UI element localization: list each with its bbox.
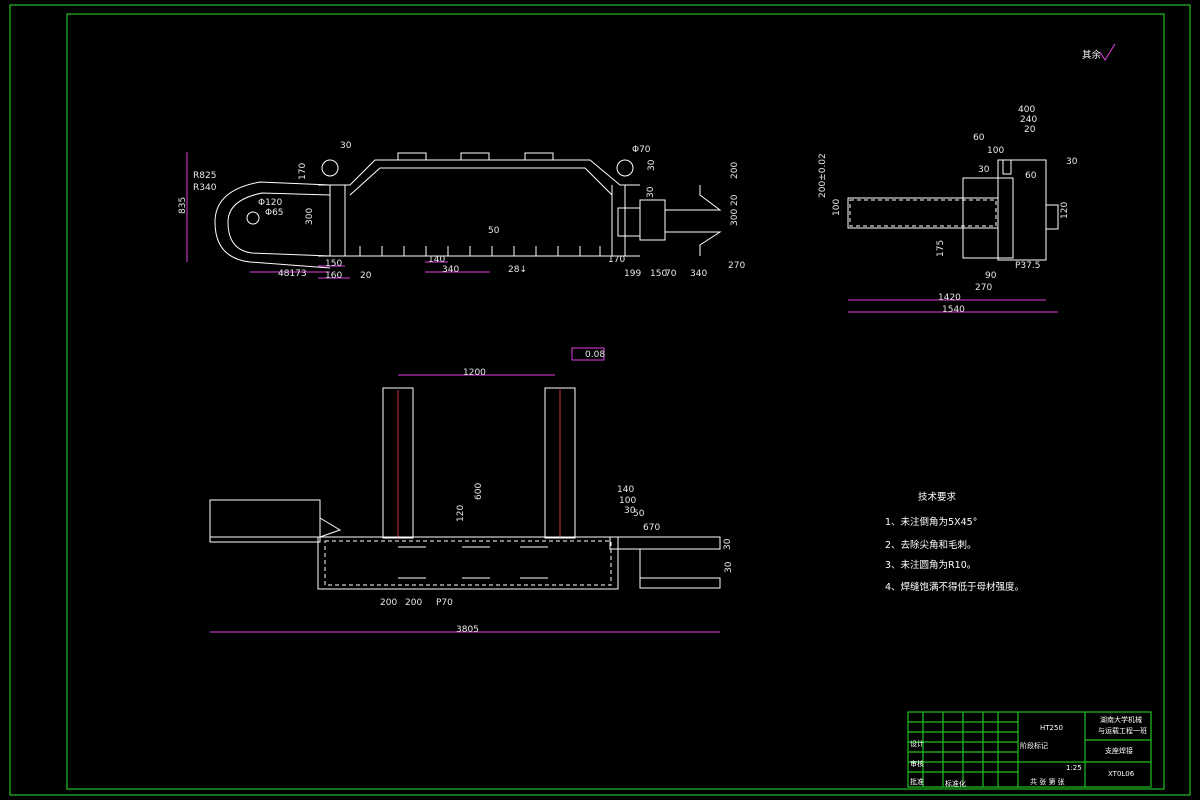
svg-text:30: 30 [340, 141, 352, 151]
svg-text:支座焊接: 支座焊接 [1105, 746, 1133, 755]
svg-text:Φ65: Φ65 [265, 208, 284, 218]
svg-text:100: 100 [987, 146, 1004, 156]
svg-text:50: 50 [488, 226, 500, 236]
svg-text:20: 20 [360, 271, 372, 281]
svg-text:200: 200 [405, 598, 422, 608]
svg-text:835: 835 [178, 197, 188, 214]
svg-text:200: 200 [730, 162, 740, 179]
svg-text:50: 50 [633, 509, 645, 519]
svg-text:0.08: 0.08 [585, 350, 605, 360]
svg-text:30: 30 [647, 159, 657, 171]
svg-text:R340: R340 [193, 183, 217, 193]
svg-text:120: 120 [456, 505, 466, 522]
svg-text:160: 160 [325, 271, 342, 281]
svg-text:30: 30 [978, 165, 990, 175]
svg-text:共 张 第 张: 共 张 第 张 [1030, 777, 1065, 786]
svg-text:170: 170 [608, 255, 625, 265]
svg-text:Φ120: Φ120 [258, 198, 283, 208]
svg-text:Φ70: Φ70 [632, 145, 651, 155]
svg-text:P37.5: P37.5 [1015, 261, 1040, 271]
svg-text:150: 150 [650, 269, 667, 279]
svg-text:30: 30 [723, 538, 733, 550]
svg-text:28↓: 28↓ [508, 265, 527, 275]
note-item: 3、未注圆角为R10。 [885, 559, 976, 571]
svg-text:48173: 48173 [278, 269, 307, 279]
svg-text:240: 240 [1020, 115, 1037, 125]
roughness-label: 其余 [1082, 49, 1102, 61]
svg-text:140: 140 [617, 485, 634, 495]
svg-text:批准: 批准 [910, 777, 924, 786]
svg-text:1:25: 1:25 [1066, 764, 1082, 772]
svg-text:30: 30 [1066, 157, 1078, 167]
note-item: 4、焊缝饱满不得低于母材强度。 [885, 581, 1024, 593]
svg-text:1540: 1540 [942, 305, 965, 315]
note-item: 1、未注倒角为5X45° [885, 516, 977, 528]
svg-text:200±0.02: 200±0.02 [818, 153, 828, 198]
svg-text:140: 140 [428, 255, 445, 265]
svg-text:30: 30 [724, 561, 734, 573]
svg-text:XT0L06: XT0L06 [1108, 770, 1135, 778]
svg-text:70: 70 [665, 269, 677, 279]
svg-text:200: 200 [380, 598, 397, 608]
svg-text:20: 20 [1024, 125, 1036, 135]
svg-text:设计: 设计 [910, 739, 924, 748]
outer-frame [9, 4, 1191, 796]
svg-text:60: 60 [1025, 171, 1037, 181]
notes-title: 技术要求 [918, 491, 957, 503]
svg-text:270: 270 [975, 283, 992, 293]
roughness-symbol [1099, 43, 1116, 61]
svg-text:30: 30 [646, 186, 656, 198]
svg-text:湖南大学机械: 湖南大学机械 [1100, 715, 1142, 724]
svg-text:HT250: HT250 [1040, 724, 1063, 732]
svg-text:199: 199 [624, 269, 641, 279]
svg-text:P70: P70 [436, 598, 453, 608]
svg-text:270: 270 [728, 261, 745, 271]
svg-text:100: 100 [832, 199, 842, 216]
svg-text:670: 670 [643, 523, 660, 533]
svg-text:170: 170 [298, 163, 308, 180]
svg-text:60: 60 [973, 133, 985, 143]
top-view: 835 48173 150 160 20 140 340 28↓ 50 300 … [178, 141, 745, 281]
svg-text:300: 300 [305, 208, 315, 225]
svg-text:600: 600 [474, 483, 484, 500]
svg-text:与运载工程一班: 与运载工程一班 [1098, 726, 1147, 735]
svg-text:审核: 审核 [910, 759, 924, 768]
title-block: HT250 湖南大学机械 与运载工程一班 支座焊接 XT0L06 设计 审核 批… [907, 711, 1152, 788]
svg-text:3805: 3805 [456, 625, 479, 635]
svg-text:90: 90 [985, 271, 997, 281]
svg-text:阶段标记: 阶段标记 [1020, 741, 1048, 750]
svg-text:30: 30 [624, 506, 636, 516]
svg-text:100: 100 [619, 496, 636, 506]
svg-text:1200: 1200 [463, 368, 486, 378]
svg-text:300: 300 [730, 209, 740, 226]
svg-text:1420: 1420 [938, 293, 961, 303]
svg-text:340: 340 [442, 265, 459, 275]
side-view: 400 240 20 60 100 30 60 30 200±0.02 100 … [818, 105, 1078, 315]
note-item: 2、去除尖角和毛刺。 [885, 539, 977, 551]
svg-text:150: 150 [325, 259, 342, 269]
svg-text:20: 20 [730, 194, 740, 206]
svg-text:340: 340 [690, 269, 707, 279]
front-view: 1200 0.08 140 100 30 50 670 600 120 200 … [209, 347, 734, 635]
svg-text:400: 400 [1018, 105, 1035, 115]
technical-notes: 技术要求 1、未注倒角为5X45° 2、去除尖角和毛刺。 3、未注圆角为R10。… [885, 491, 1024, 593]
svg-text:R825: R825 [193, 171, 216, 181]
svg-text:120: 120 [1060, 202, 1070, 219]
svg-text:175: 175 [936, 240, 946, 257]
svg-text:标准化: 标准化 [945, 779, 966, 788]
inner-frame [66, 13, 1165, 790]
